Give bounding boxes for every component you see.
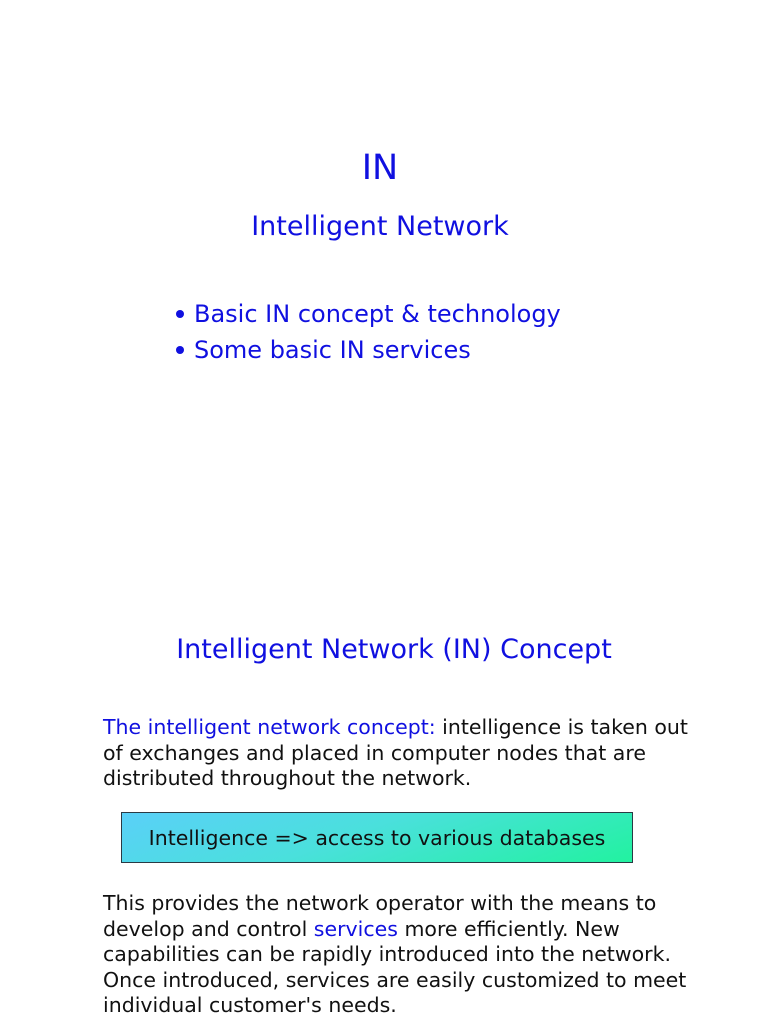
bullet-icon — [176, 346, 184, 354]
concept-slide-title: Intelligent Network (IN) Concept — [176, 634, 612, 665]
bullet-text: Some basic IN services — [194, 336, 471, 364]
topic-bullet-list: Basic IN concept & technology Some basic… — [172, 296, 561, 368]
intelligence-highlight-box: Intelligence => access to various databa… — [121, 812, 633, 863]
bullet-item: Some basic IN services — [172, 332, 561, 368]
benefits-paragraph: This provides the network operator with … — [103, 891, 703, 1019]
slide-subtitle: Intelligent Network — [251, 211, 509, 242]
benefits-text-after: more efficiently. New capabilities can b… — [103, 916, 687, 1018]
benefits-text-before: This provides the network operator with … — [103, 891, 657, 941]
highlight-box-text: Intelligence => access to various databa… — [148, 825, 606, 850]
concept-definition-paragraph: The intelligent network concept: intelli… — [103, 715, 703, 792]
bullet-item: Basic IN concept & technology — [172, 296, 561, 332]
concept-body-text: intelligence is taken out of exchanges a… — [103, 715, 688, 790]
bullet-icon — [176, 310, 184, 318]
concept-slide: Intelligent Network (IN) Concept The int… — [0, 512, 768, 1024]
slide-title: IN — [361, 148, 399, 188]
bullet-text: Basic IN concept & technology — [194, 300, 561, 328]
services-highlight-text: services — [313, 916, 398, 941]
title-slide: IN Intelligent Network Basic IN concept … — [172, 148, 561, 368]
concept-lead-text: The intelligent network concept: — [103, 715, 436, 739]
